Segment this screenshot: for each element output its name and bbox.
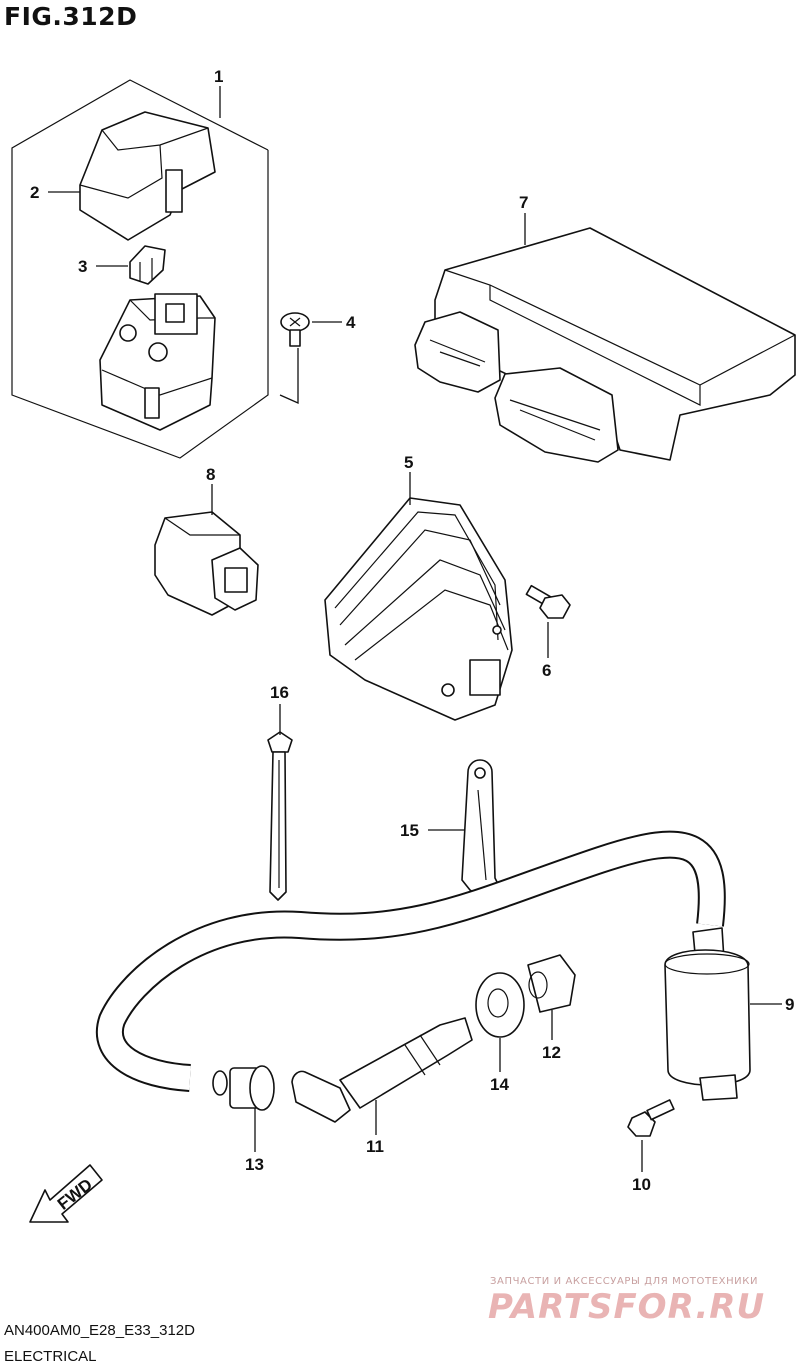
- callout-9: 9: [785, 995, 794, 1014]
- part-3-fuse[interactable]: [129, 245, 166, 285]
- part-16-cable-tie[interactable]: [267, 731, 293, 901]
- figure-code: AN400AM0_E28_E33_312D: [4, 1322, 195, 1339]
- leader-lines: [48, 86, 782, 1172]
- watermark-brand: PARTSFOR.RU: [488, 1287, 766, 1327]
- callout-15: 15: [400, 821, 419, 840]
- callout-5: 5: [404, 453, 413, 472]
- callout-11: 11: [366, 1137, 384, 1156]
- part-2-relay-cover[interactable]: [79, 111, 216, 241]
- callout-4: 4: [346, 313, 356, 332]
- callout-7: 7: [519, 193, 528, 212]
- watermark-subtitle: ЗАПЧАСТИ И АКСЕССУАРЫ ДЛЯ МОТОТЕХНИКИ: [490, 1276, 759, 1287]
- part-14-grommet[interactable]: [475, 972, 525, 1038]
- callout-2: 2: [30, 183, 39, 202]
- part-1-starter-relay[interactable]: [99, 293, 216, 431]
- callout-8: 8: [206, 465, 215, 484]
- kit-outline-1: [11, 79, 269, 459]
- part-5-regulator-rectifier[interactable]: [324, 497, 513, 721]
- callout-12: 12: [542, 1043, 561, 1062]
- part-12-collar[interactable]: [527, 954, 576, 1013]
- part-13-grommet[interactable]: [212, 1065, 275, 1111]
- hose: [96, 830, 726, 1092]
- part-15-clamp[interactable]: [461, 759, 506, 903]
- part-10-bolt[interactable]: [627, 1099, 675, 1137]
- callout-3: 3: [78, 257, 87, 276]
- figure-title: FIG.312D: [4, 2, 138, 31]
- callout-10: 10: [632, 1175, 651, 1194]
- callout-16: 16: [270, 683, 289, 702]
- part-11-pipe[interactable]: [291, 1017, 473, 1123]
- callout-numbers: 1 2 3 4 5 6 7 8 9 10 11 12 13 14 15 16: [30, 67, 794, 1194]
- part-9-canister[interactable]: [664, 927, 751, 1101]
- part-4-screw[interactable]: [280, 312, 310, 347]
- callout-1: 1: [214, 67, 223, 86]
- callout-13: 13: [245, 1155, 264, 1174]
- callout-14: 14: [490, 1075, 509, 1094]
- leader-4-kit: [279, 348, 299, 405]
- part-8-connector[interactable]: [154, 511, 259, 616]
- figure-description: ELECTRICAL: [4, 1348, 97, 1365]
- fwd-arrow-icon: FWD: [29, 1164, 103, 1223]
- callout-6: 6: [542, 661, 551, 680]
- part-7-ecm[interactable]: [414, 227, 796, 463]
- part-6-bolt[interactable]: [525, 584, 571, 619]
